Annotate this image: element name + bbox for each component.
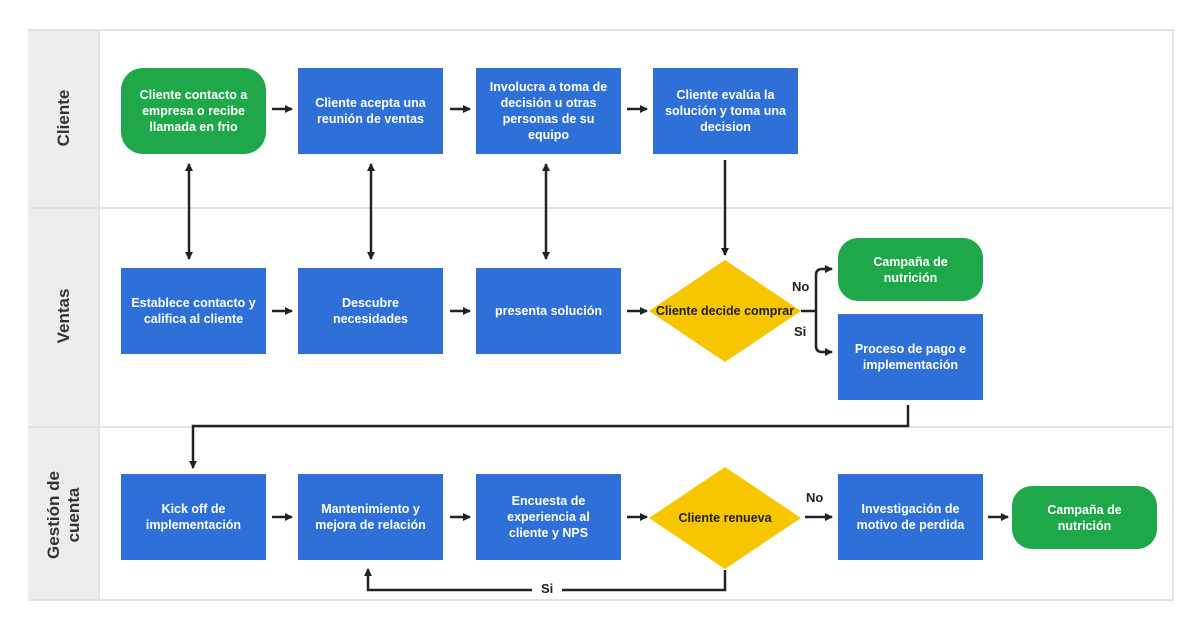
arrow-v4-si [814, 311, 833, 356]
node-kickoff: Kick off de implementación [121, 474, 266, 560]
node-presenta: presenta solución [476, 268, 621, 354]
arrow-v6-g1 [189, 405, 910, 469]
node-encuesta: Encuesta de experiencia al cliente y NPS [476, 474, 621, 560]
edge-label-no-comprar: No [792, 279, 810, 294]
loop-si-left [364, 568, 532, 592]
decision-diamond-renueva [649, 467, 801, 569]
lane-header-gestion [28, 428, 100, 599]
node-investigacion: Investigación de motivo de perdida [838, 474, 983, 560]
decision-label-comprar: Cliente decide comprar [655, 304, 795, 318]
loop-si-right [562, 570, 727, 592]
lane-header-ventas [28, 209, 100, 426]
node-establece-contacto: Establece contacto y califica al cliente [121, 268, 266, 354]
node-toma-decision: Involucra a toma de decisión u otras per… [476, 68, 621, 154]
lane-header-cliente [28, 31, 100, 207]
node-campana-gestion: Campaña de nutrición [1012, 486, 1157, 549]
edge-label-si-comprar: Si [794, 324, 807, 339]
node-evalua: Cliente evalúa la solución y toma una de… [653, 68, 798, 154]
node-contacto: Cliente contacto a empresa o recibe llam… [121, 68, 266, 154]
node-campana-ventas: Campaña de nutrición [838, 238, 983, 301]
node-descubre: Descubre necesidades [298, 268, 443, 354]
node-mantenimiento: Mantenimiento y mejora de relación [298, 474, 443, 560]
node-pago: Proceso de pago e implementación [838, 314, 983, 400]
node-reunion: Cliente acepta una reunión de ventas [298, 68, 443, 154]
edge-label-no-renueva: No [806, 490, 824, 505]
edge-label-si-renueva: Si [541, 581, 554, 596]
decision-label-renueva: Cliente renueva [678, 511, 772, 525]
lane-divider [28, 207, 1174, 209]
arrow-v4-no [814, 265, 833, 311]
decision-diamond-comprar [649, 260, 801, 362]
